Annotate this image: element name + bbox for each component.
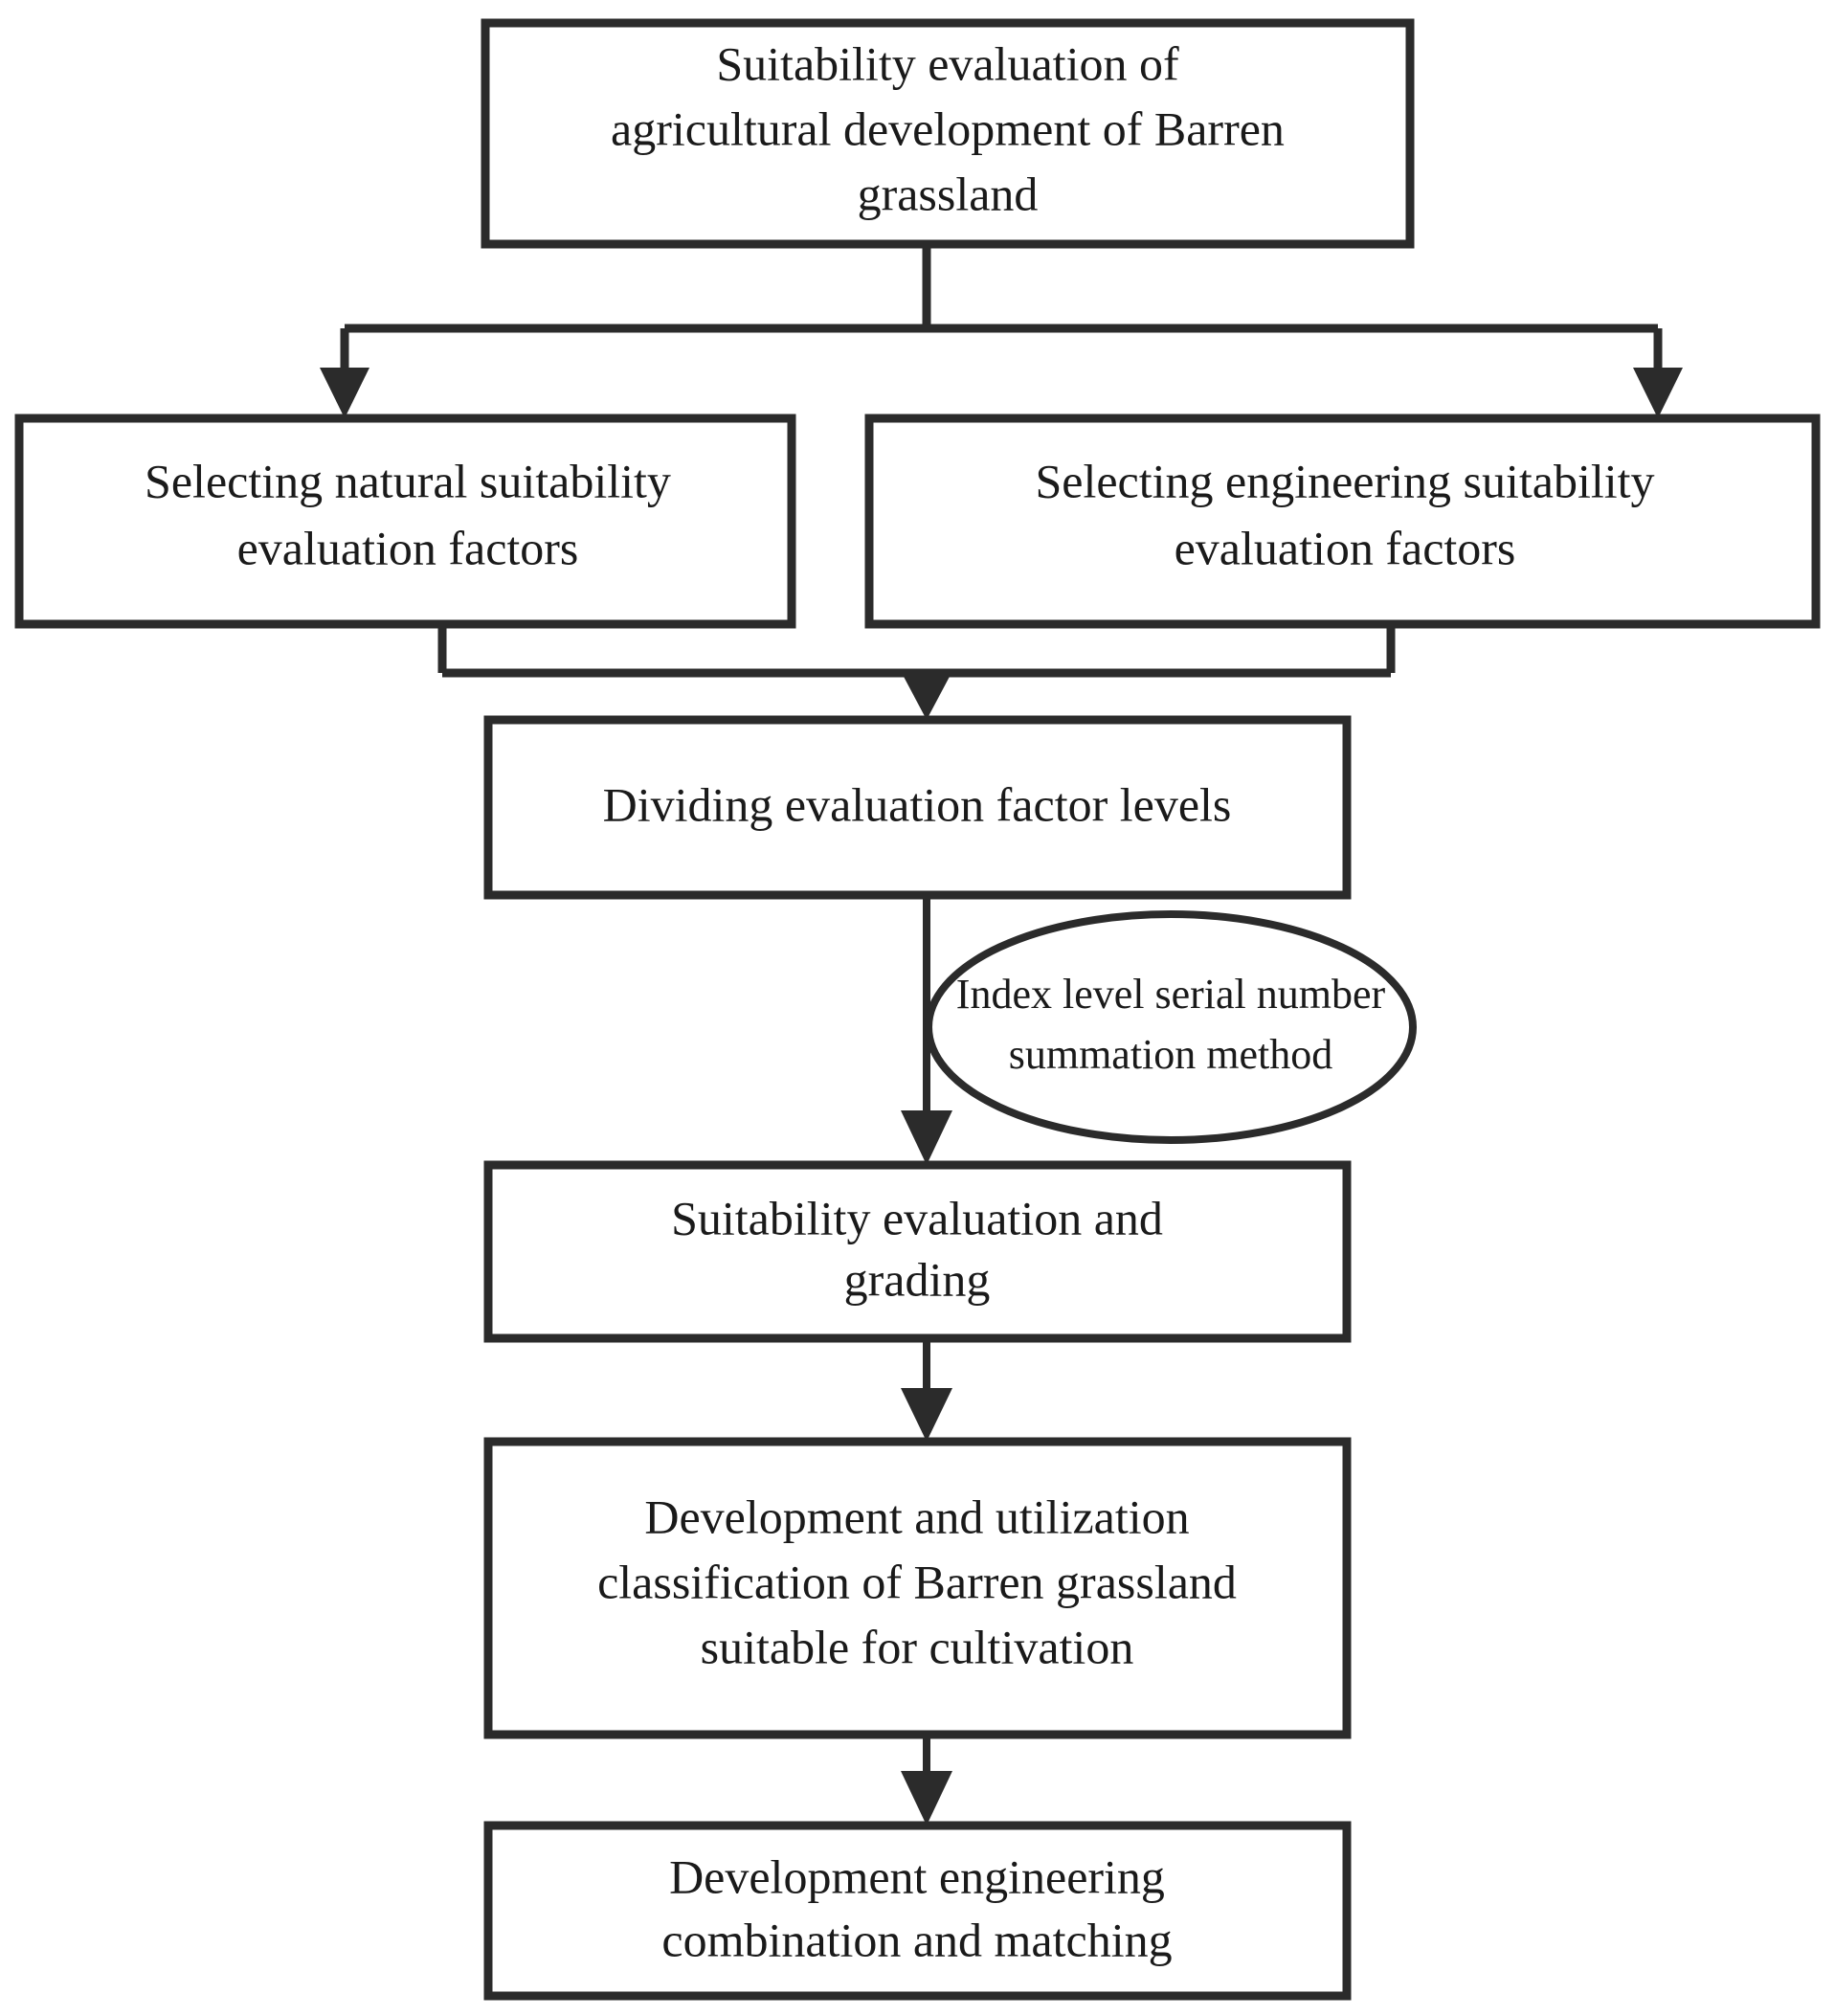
node-method-line-2: summation method [1009, 1031, 1333, 1078]
node-natural-line-1: Selecting natural suitability [145, 454, 671, 507]
connector-root-to-branches [320, 244, 1683, 418]
node-combination-line-1: Development engineering [669, 1849, 1165, 1903]
connector-dividing-to-grading [901, 895, 952, 1165]
node-combination-box[interactable] [483, 1821, 1352, 2001]
node-grading-line-1: Suitability evaluation and [671, 1191, 1163, 1244]
connector-grading-to-classification [901, 1338, 952, 1442]
node-grading-box[interactable] [483, 1160, 1352, 1343]
node-combination[interactable]: Development engineering combination and … [483, 1821, 1352, 2001]
node-dividing-line-1: Dividing evaluation factor levels [603, 777, 1232, 831]
node-root[interactable]: Suitability evaluation of agricultural d… [481, 18, 1415, 249]
arrow-head-to-classification [901, 1388, 952, 1442]
node-engineering-line-2: evaluation factors [1175, 521, 1516, 574]
node-dividing-box[interactable] [483, 715, 1352, 900]
node-natural-box[interactable] [14, 414, 796, 629]
node-method-line-1: Index level serial number [956, 971, 1386, 1018]
node-engineering[interactable]: Selecting engineering suitability evalua… [864, 414, 1821, 629]
arrow-head-to-engineering [1633, 368, 1683, 418]
node-root-box[interactable] [481, 18, 1415, 249]
node-natural[interactable]: Selecting natural suitability evaluation… [14, 414, 796, 629]
node-engineering-line-1: Selecting engineering suitability [1035, 454, 1654, 507]
node-classification-box[interactable] [483, 1437, 1352, 1739]
node-method-shape[interactable] [925, 910, 1417, 1144]
node-engineering-box[interactable] [864, 414, 1821, 629]
node-combination-line-2: combination and matching [661, 1913, 1172, 1966]
arrow-head-to-natural [320, 368, 369, 418]
node-classification[interactable]: Development and utilization classificati… [483, 1437, 1352, 1739]
node-grading[interactable]: Suitability evaluation and grading [483, 1160, 1352, 1343]
node-natural-line-2: evaluation factors [237, 521, 579, 574]
node-classification-line-3: suitable for cultivation [701, 1620, 1134, 1673]
node-grading-line-2: grading [844, 1252, 991, 1306]
arrow-head-to-dividing [902, 673, 951, 720]
connector-classification-to-combination [901, 1735, 952, 1826]
node-root-line-2: agricultural development of Barren [611, 101, 1285, 155]
arrow-head-to-grading [901, 1110, 952, 1165]
node-root-line-3: grassland [858, 167, 1039, 220]
arrow-head-to-combination [901, 1771, 952, 1826]
node-classification-line-2: classification of Barren grassland [597, 1555, 1237, 1608]
node-root-line-1: Suitability evaluation of [716, 36, 1179, 90]
node-dividing[interactable]: Dividing evaluation factor levels [483, 715, 1352, 900]
connector-branches-to-dividing [437, 624, 1396, 720]
node-classification-line-1: Development and utilization [644, 1490, 1189, 1543]
node-method-ellipse[interactable]: Index level serial number summation meth… [925, 910, 1417, 1144]
